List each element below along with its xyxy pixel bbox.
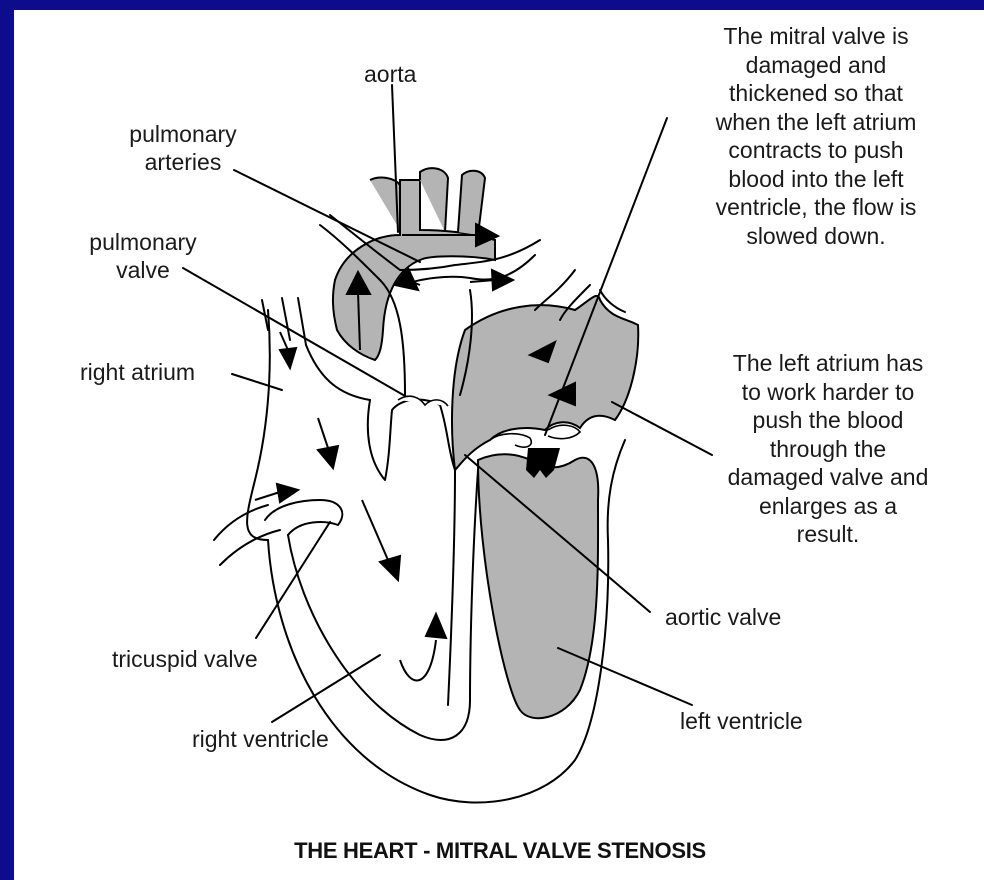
note-left-atrium-line: The left atrium has: [688, 349, 968, 378]
note-left-atrium-line: enlarges as a: [688, 492, 968, 521]
note-left-atrium-line: damaged valve and: [688, 463, 968, 492]
label-right-atrium: right atrium: [80, 358, 195, 386]
label-right-ventricle: right ventricle: [192, 725, 329, 753]
mitral-valve-left: [490, 434, 531, 447]
label-aorta: aorta: [364, 60, 416, 88]
flow-arrow: [280, 332, 296, 368]
flow-arrow: [400, 614, 446, 680]
leader-right-ventricle: [272, 655, 380, 722]
pulmonary-vein-1: [535, 270, 575, 310]
note-left-atrium-line: push the blood: [688, 406, 968, 435]
label-aortic-valve: aortic valve: [665, 603, 781, 631]
septum-upper: [368, 400, 455, 480]
left-atrium-chamber: [452, 296, 638, 470]
label-pulmonary-arteries-line2: arteries: [108, 148, 258, 176]
label-left-ventricle: left ventricle: [680, 707, 803, 735]
note-mitral-valve: The mitral valve is damaged and thickene…: [672, 22, 960, 250]
note-left-atrium-line: to work harder to: [688, 378, 968, 407]
septum-inner: [448, 470, 455, 705]
flow-arrow: [318, 418, 338, 468]
label-tricuspid-valve: tricuspid valve: [112, 645, 258, 673]
label-pulmonary-valve-line1: pulmonary: [68, 228, 218, 256]
vena-cava-bottom-1: [214, 505, 268, 540]
note-mitral-line: damaged and: [672, 51, 960, 80]
note-left-atrium-line: through the: [688, 435, 968, 464]
label-pulmonary-arteries: pulmonary arteries: [108, 120, 258, 176]
note-mitral-line: blood into the left: [672, 165, 960, 194]
note-mitral-line: contracts to push: [672, 136, 960, 165]
diagram-title: THE HEART - MITRAL VALVE STENOSIS: [200, 838, 800, 864]
label-pulmonary-arteries-line1: pulmonary: [108, 120, 258, 148]
note-mitral-line: The mitral valve is: [672, 22, 960, 51]
vena-cava-bottom-3: [265, 500, 342, 535]
aorta-branch-3: [458, 171, 485, 235]
aorta-branch-2: [420, 168, 448, 232]
label-pulmonary-valve-line2: valve: [68, 256, 218, 284]
left-ventricle-chamber: [478, 454, 598, 718]
note-left-atrium-line: result.: [688, 520, 968, 549]
note-mitral-line: ventricle, the flow is: [672, 193, 960, 222]
flow-arrow: [362, 500, 400, 580]
leader-right-atrium: [232, 374, 282, 390]
note-left-atrium: The left atrium has to work harder to pu…: [688, 349, 968, 549]
vena-cava-top-2: [282, 298, 290, 340]
vena-cava-bottom-2: [220, 530, 280, 565]
flow-arrow: [255, 484, 298, 502]
mitral-valve-right: [548, 425, 580, 438]
label-pulmonary-valve: pulmonary valve: [68, 228, 218, 284]
note-mitral-line: slowed down.: [672, 222, 960, 251]
note-mitral-line: thickened so that: [672, 79, 960, 108]
note-mitral-line: when the left atrium: [672, 108, 960, 137]
